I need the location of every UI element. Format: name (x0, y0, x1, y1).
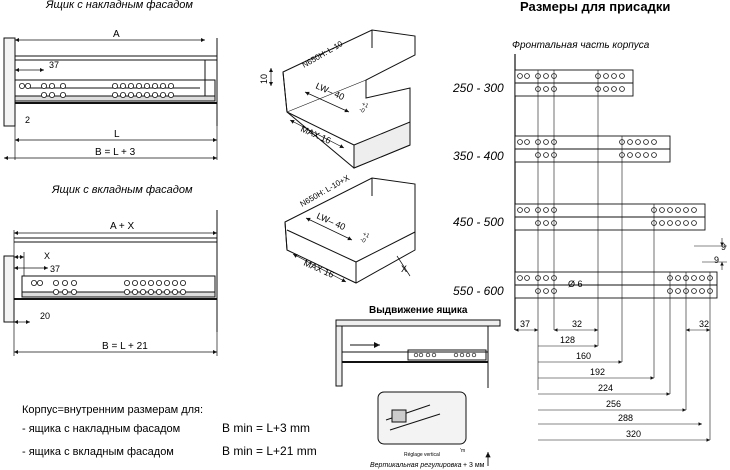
inset-dim-ax: A + X (110, 221, 135, 232)
notes-line2-label: - ящика с вкладным фасадом (22, 446, 174, 458)
adjust-unit: 'm (460, 448, 465, 454)
front-title: Фронтальная часть корпуса (512, 40, 650, 51)
notes-line1-label: - ящика с накладным фасадом (22, 423, 180, 435)
inset-drawer-drawing (3, 210, 218, 332)
hole-288: 288 (618, 413, 633, 423)
overlay-dim-b: B = L + 3 (95, 147, 136, 158)
box1-tol: +1-0 (358, 102, 370, 116)
drill-dim-9a: 9 (721, 242, 726, 252)
drill-projection-lines (537, 70, 727, 440)
drill-dim-32a: 32 (572, 319, 582, 329)
drilling-title: Размеры для присадки (520, 0, 670, 14)
overlay-dim-l: L (114, 129, 120, 140)
overlay-dimension-lines (3, 37, 218, 161)
box2-tol: +1-0 (359, 232, 371, 246)
hole-224: 224 (598, 383, 613, 393)
box1-dim-lines (268, 68, 350, 149)
overlay-drawer-holes (18, 83, 174, 99)
extension-sketch (335, 319, 501, 445)
range-550: 550 - 600 (453, 284, 504, 298)
adjust-fr: Réglage vertical (404, 452, 440, 458)
overlay-drawer-drawing (3, 37, 218, 127)
notes-line1-value: B min = L+3 mm (222, 421, 310, 435)
range-250: 250 - 300 (452, 81, 504, 95)
drill-dim-37: 37 (520, 319, 530, 329)
inset-dimension-lines (13, 230, 218, 356)
range-450: 450 - 500 (453, 215, 504, 229)
rail-550 (514, 271, 718, 299)
extension-holes (413, 352, 477, 358)
overlay-dim-a: A (113, 29, 120, 40)
inset-dim-37: 37 (50, 264, 60, 274)
phi-6: Ø 6 (568, 279, 583, 289)
notes-heading: Корпус=внутренним размерам для: (22, 404, 203, 416)
hole-192: 192 (590, 367, 605, 377)
box1-ten: 10 (259, 74, 269, 84)
rail-holes (517, 73, 713, 294)
box2-x: X (401, 264, 407, 274)
inset-title: Ящик с вкладным фасадом (51, 184, 193, 196)
overlay-title: Ящик с накладным фасадом (45, 0, 193, 11)
hole-128: 128 (560, 335, 575, 345)
hole-320: 320 (626, 429, 641, 439)
inset-dim-b: B = L + 21 (102, 341, 148, 352)
drill-dimension-lines (515, 238, 724, 442)
drill-dim-9b: 9 (714, 255, 719, 265)
hole-256: 256 (606, 399, 621, 409)
box2-dim-lines (292, 217, 411, 283)
extension-title: Выдвижение ящика (369, 305, 468, 316)
inset-dim-20: 20 (40, 311, 50, 321)
inset-drawer-holes (30, 279, 186, 295)
range-350: 350 - 400 (453, 149, 504, 163)
adjust-ru: Вертикальная регулировка (370, 462, 462, 469)
inset-dim-x: X (44, 251, 50, 261)
box-overlay-iso (282, 29, 416, 169)
overlay-dim-2: 2 (25, 115, 30, 125)
overlay-dim-37: 37 (49, 60, 59, 70)
notes-line2-value: B min = L+21 mm (222, 444, 317, 458)
hole-160: 160 (576, 351, 591, 361)
adjust-mm: + 3 мм (463, 462, 485, 469)
drill-dim-32b: 32 (699, 319, 709, 329)
